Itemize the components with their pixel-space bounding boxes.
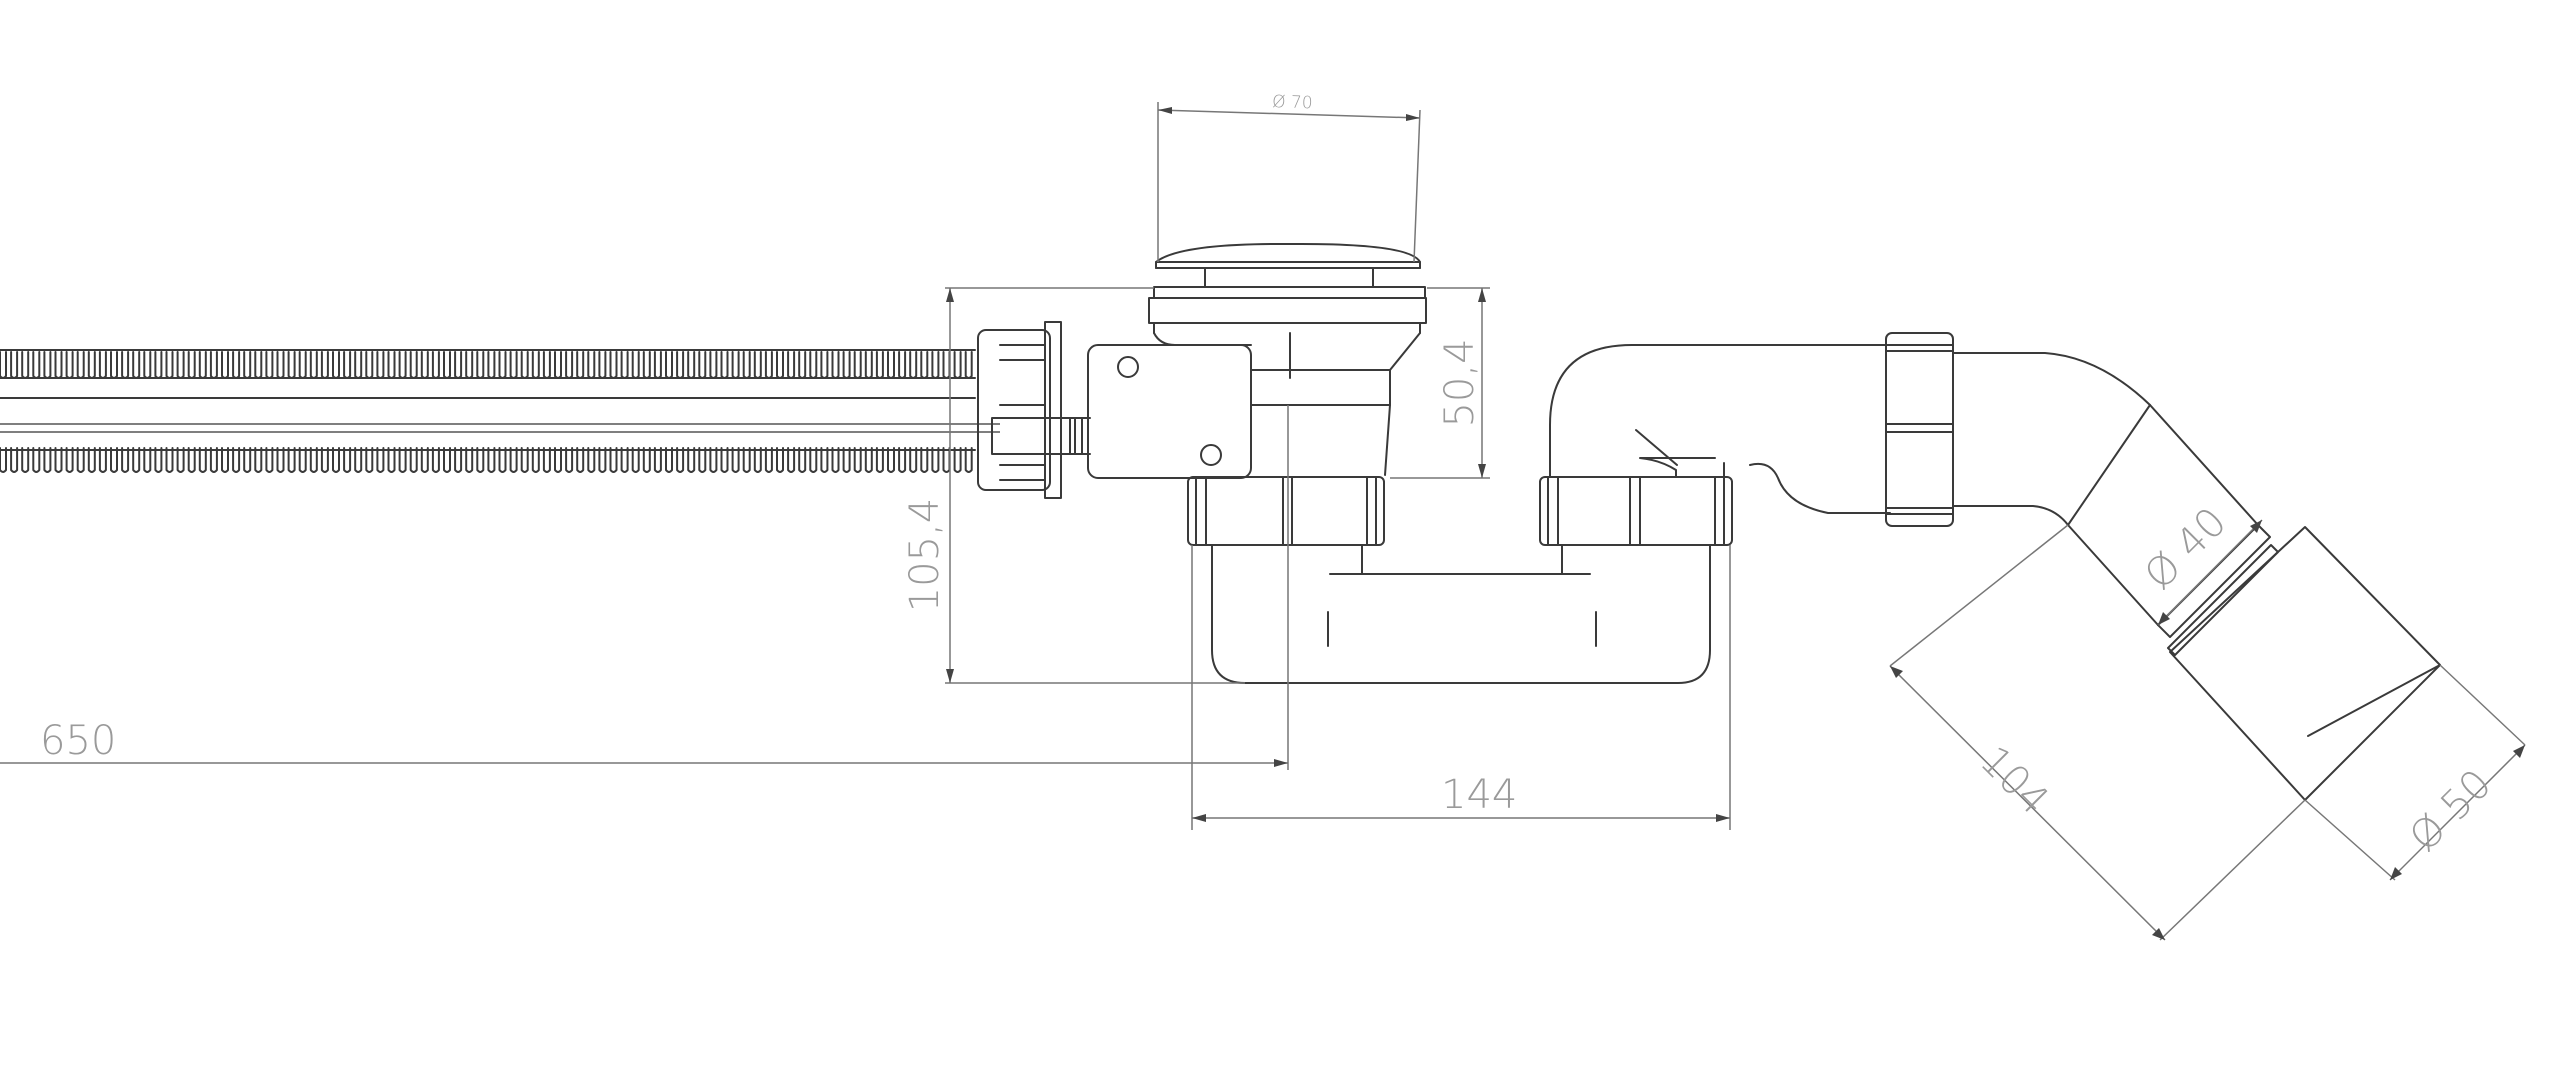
- drain-body: [1153, 332, 1421, 476]
- overflow-connector: [977, 321, 1252, 499]
- outlet-outer-diameter-label: Ø 50: [2401, 761, 2501, 861]
- trap-width-label: 144: [1441, 772, 1517, 818]
- outlet-length-label: 104: [1971, 738, 2058, 825]
- dimension-arrows: [946, 107, 2525, 940]
- angled-outlet-pipe: [1952, 352, 2441, 801]
- outlet-union-nut: [1885, 332, 1954, 527]
- cap-diameter-label: Ø 70: [1272, 92, 1313, 113]
- waste-cap: [1148, 242, 1427, 334]
- right-nut: [1539, 476, 1733, 546]
- outlet-elbow: [1549, 344, 1891, 514]
- trap-height-label: 105,4: [902, 498, 948, 613]
- left-nut: [1187, 476, 1385, 546]
- outlet-inner-diameter-label: Ø 40: [2136, 499, 2236, 599]
- overflow-hose: [0, 349, 1000, 473]
- dimension-lines: [0, 102, 2526, 941]
- cap-height-label: 50,4: [1437, 338, 1483, 427]
- trap-bowl: [1211, 544, 1711, 684]
- hose-length-label: 650: [40, 718, 116, 764]
